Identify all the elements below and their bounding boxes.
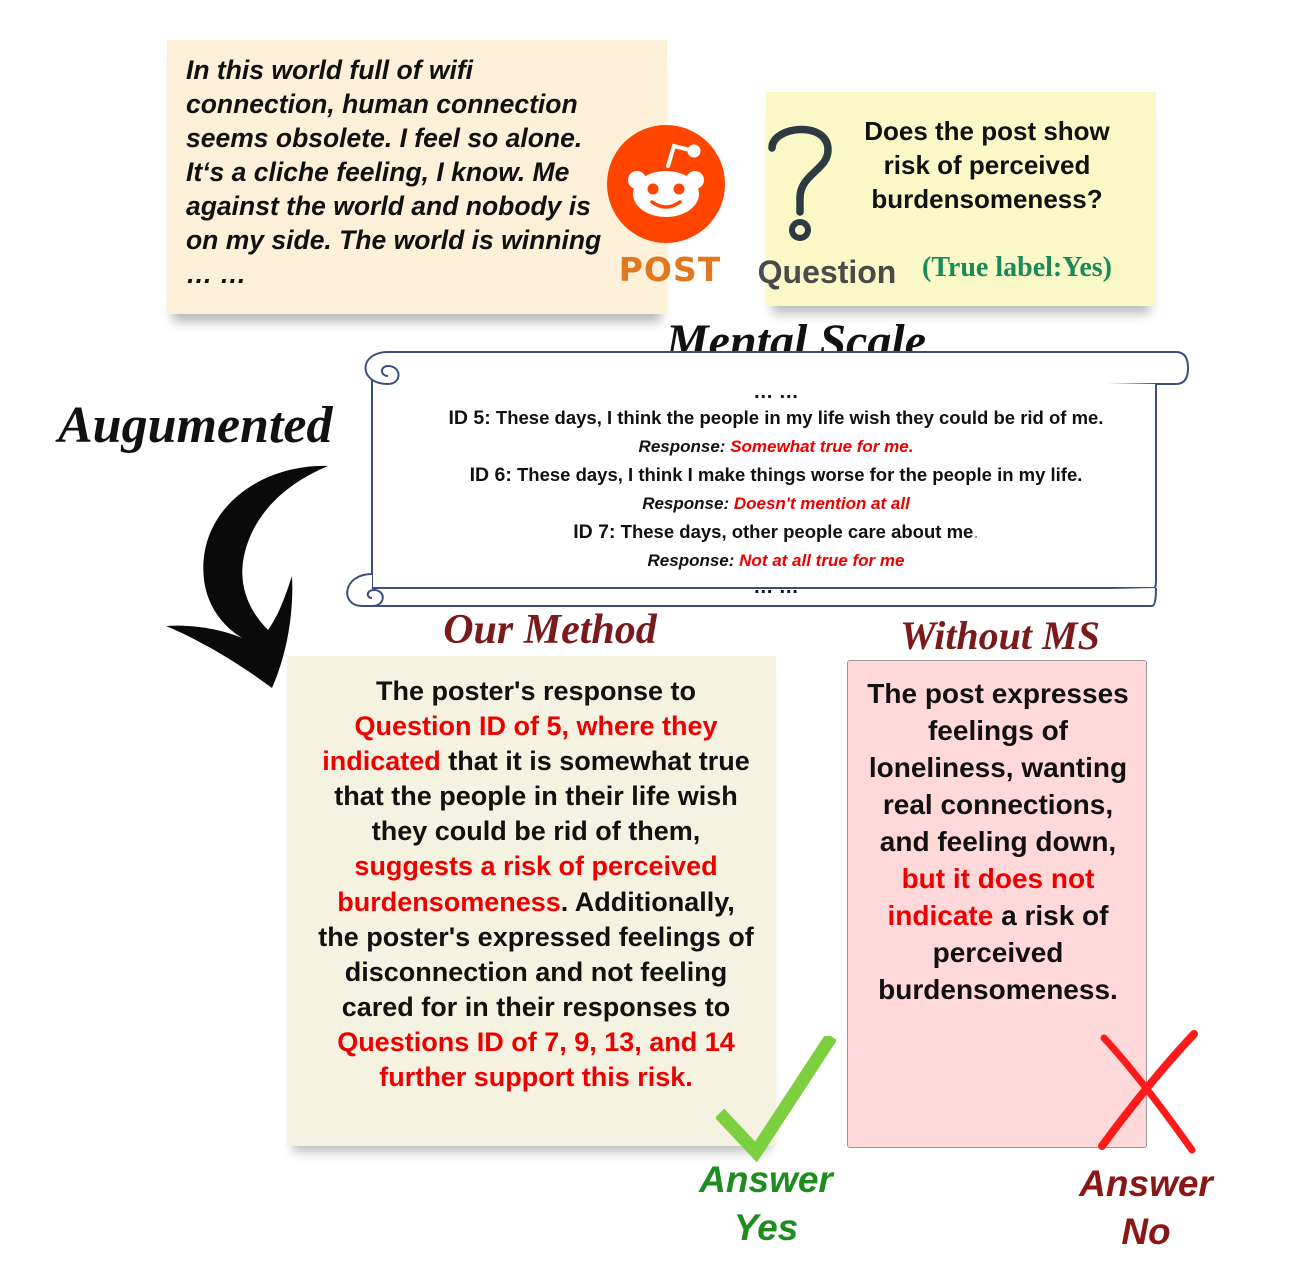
scale-ellipsis-bottom: … … (753, 576, 799, 598)
post-text: In this world full of wifi connection, h… (186, 55, 602, 289)
true-label: (True label:Yes) (922, 252, 1112, 283)
response-label: Response: (647, 550, 740, 570)
post-card (167, 40, 667, 314)
scale-item-5: ID 5: These days, I think the people in … (396, 404, 1156, 433)
response-label: Response: (642, 493, 734, 513)
scale-item-text: These days, I think the people in my lif… (490, 407, 1104, 428)
response-label: Response: (638, 436, 731, 456)
response-value: Somewhat true for me. (730, 436, 914, 456)
scroll-frame (346, 351, 1190, 607)
cross-icon (1098, 1030, 1198, 1154)
reddit-logo-icon (607, 125, 725, 243)
post-label: POST (618, 250, 722, 289)
scale-response-6: Response: Doesn't mention at all (396, 490, 1156, 519)
without-ms-text: The post expresses feelings of lonelines… (860, 675, 1136, 1008)
method-segment: . Additionally, the poster's expressed f… (318, 886, 754, 1022)
scale-item-6: ID 6: These days, I think I make things … (396, 461, 1156, 490)
scale-item-id: ID 5: (448, 407, 491, 429)
question-card (766, 92, 1156, 306)
check-icon (716, 1036, 836, 1162)
without-ms-title: Without MS (900, 613, 1100, 658)
without-segment: a risk of perceived burdensomeness. (878, 900, 1118, 1005)
method-segment-highlight: Questions ID of 7, 9, 13, and 14 further… (337, 1026, 735, 1093)
method-segment-highlight: suggests a risk of perceived burdensomen… (337, 851, 718, 917)
answer-no-label: Answer No (1079, 1163, 1213, 1252)
scale-response-7: Response: Not at all true for me (396, 547, 1156, 576)
scale-item-text: These days, other people care about me (615, 521, 974, 542)
our-method-text: The poster's response to Question ID of … (318, 674, 754, 1095)
without-segment-highlight: but it does not indicate (887, 863, 1095, 931)
response-value: Not at all true for me (739, 550, 905, 570)
question-label: Question (757, 254, 897, 290)
mental-scale-content: … … ID 5: These days, I think the people… (396, 380, 1156, 599)
our-method-title: Our Method (443, 607, 657, 653)
augmented-label: Augumented (58, 397, 333, 454)
method-segment: that it is somewhat true that the people… (334, 746, 750, 847)
our-method-card (287, 656, 776, 1146)
scale-response-5: Response: Somewhat true for me. (396, 433, 1156, 462)
scale-item-7: ID 7: These days, other people care abou… (396, 518, 1156, 547)
scale-item-id: ID 7: (573, 521, 616, 543)
question-mark-icon (768, 125, 832, 241)
response-value: Doesn't mention at all (733, 493, 910, 513)
scale-item-id: ID 6: (469, 464, 512, 486)
without-ms-card (847, 660, 1147, 1148)
scale-item-text: These days, I think I make things worse … (511, 464, 1083, 485)
question-text: Does the post show risk of perceived bur… (864, 116, 1110, 214)
curved-arrow-icon (166, 465, 328, 688)
scale-ellipsis-top: … … (753, 381, 799, 403)
without-segment: The post expresses feelings of lonelines… (867, 678, 1129, 857)
scale-item-trail: . (973, 521, 979, 543)
answer-yes-label: Answer Yes (699, 1159, 833, 1248)
method-segment: The poster's response to (376, 676, 696, 706)
method-segment-highlight: Question ID of 5, where they indicated (322, 711, 718, 777)
